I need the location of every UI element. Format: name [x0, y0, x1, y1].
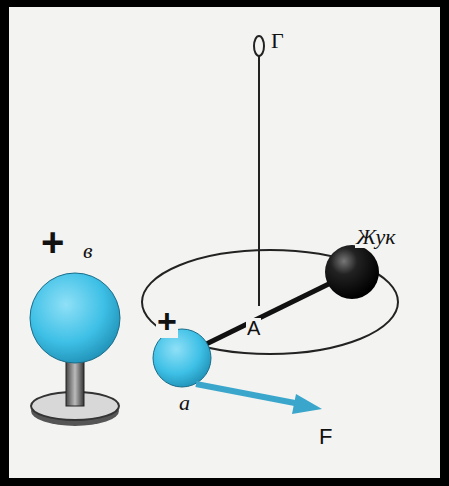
charged-sphere — [30, 273, 120, 363]
counterweight-ball — [325, 245, 379, 299]
sphere-letter: в — [82, 240, 94, 262]
stand-stem — [66, 360, 84, 406]
axis-point: A — [246, 318, 261, 338]
ring-letter: Г — [270, 30, 285, 52]
charge-sign: + — [40, 222, 65, 262]
charge-sign: + — [156, 304, 178, 338]
suspension-ring — [254, 36, 264, 56]
ball-name: Жук — [355, 226, 397, 248]
force-arrow-head — [292, 394, 322, 414]
force-label: F — [318, 426, 333, 448]
suspension-thread — [258, 56, 260, 306]
force-arrow-shaft — [196, 384, 300, 404]
ball-letter: a — [178, 392, 191, 414]
balance-beam — [190, 276, 345, 352]
